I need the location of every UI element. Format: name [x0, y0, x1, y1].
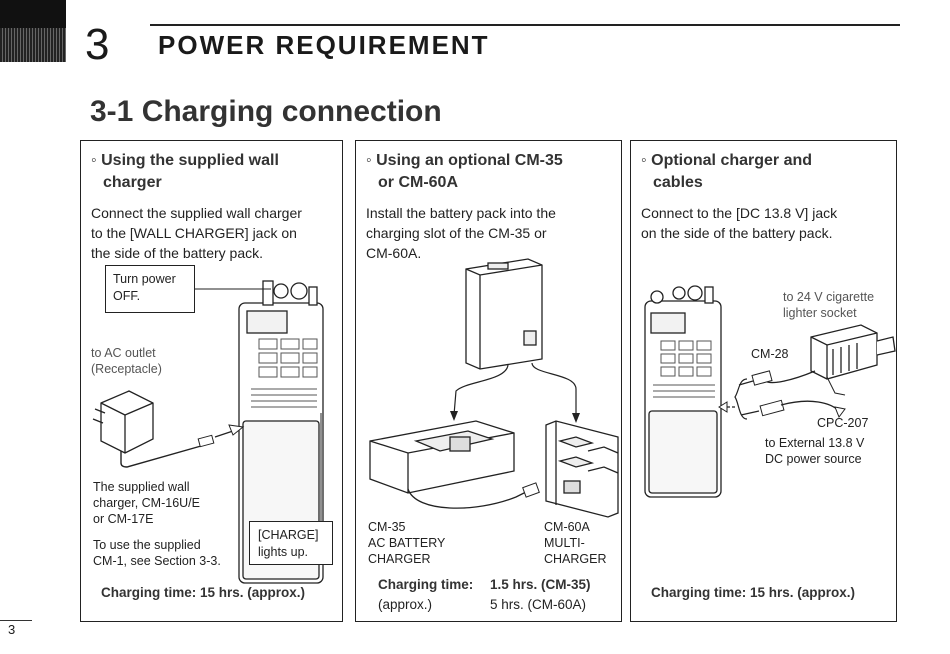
chapter-tab-dark — [0, 0, 66, 28]
panel1-body-line1: Connect the supplied wall charger — [91, 205, 302, 221]
cm60-label-line2: MULTI- — [544, 536, 585, 550]
radio-wall-charger-illustration — [92, 280, 324, 584]
page-number: 3 — [8, 622, 16, 637]
panel1-charging-time: Charging time: 15 hrs. (approx.) — [101, 585, 306, 600]
cm1-note-line1: To use the supplied — [93, 538, 201, 552]
callout-turn-power-off: Turn power OFF. — [105, 265, 195, 313]
panel3-title-line1: ◦ Optional charger and — [641, 152, 813, 169]
cm35-label-line1: CM-35 — [368, 520, 406, 534]
ac-outlet-line2: (Receptacle) — [91, 362, 162, 376]
panel3-title-line2: cables — [653, 174, 703, 191]
panel2-title-line2: or CM-60A — [378, 174, 459, 191]
panel2-body-line2: charging slot of the CM-35 or — [366, 225, 547, 241]
cm60-label-line3: CHARGER — [544, 552, 607, 566]
panel1-title-line1: ◦ Using the supplied wall — [91, 152, 279, 169]
external-source-line1: to External 13.8 V — [765, 436, 865, 450]
ac-outlet-line1: to AC outlet — [91, 346, 156, 360]
panel2-title-line1: ◦ Using an optional CM-35 — [366, 152, 563, 169]
panel3-body-line2: on the side of the battery pack. — [641, 225, 833, 241]
cm35-label-line3: CHARGER — [368, 552, 431, 566]
callout-power-line2: OFF. — [113, 289, 141, 303]
supplied-charger-line2: charger, CM-16U/E — [93, 496, 200, 510]
panel1-body-line3: the side of the battery pack. — [91, 245, 263, 261]
panel3-body-line1: Connect to the [DC 13.8 V] jack — [641, 205, 838, 221]
panel2-time-cm35: 1.5 hrs. (CM-35) — [490, 577, 591, 592]
panel1-body-line2: to the [WALL CHARGER] jack on — [91, 225, 297, 241]
cigarette-socket-line1: to 24 V cigarette — [783, 290, 875, 304]
panel-optional-charger: ◦ Using an optional CM-35 or CM-60A Inst… — [355, 140, 622, 622]
chapter-tab-pattern — [0, 28, 66, 62]
panel1-title-line2: charger — [103, 174, 162, 191]
chapter-number: 3 — [85, 20, 110, 69]
panel-wall-charger: ◦ Using the supplied wall charger Connec… — [80, 140, 343, 622]
panel2-body-line1: Install the battery pack into the — [366, 205, 556, 221]
supplied-charger-line3: or CM-17E — [93, 512, 154, 526]
charger-stand-illustration — [369, 258, 619, 518]
cm1-note-line2: CM-1, see Section 3-3. — [93, 554, 221, 568]
chapter-rule — [150, 24, 900, 26]
panel2-time-cm60: 5 hrs. (CM-60A) — [490, 597, 587, 612]
cm35-label-line2: AC BATTERY — [368, 536, 446, 550]
cm28-label: CM-28 — [751, 347, 789, 361]
panel-optional-cables: ◦ Optional charger and cables Connect to… — [630, 140, 897, 622]
callout-power-line1: Turn power — [113, 272, 176, 286]
panel2-body-line3: CM-60A. — [366, 245, 422, 261]
cigarette-socket-line2: lighter socket — [783, 306, 857, 320]
chapter-title: POWER REQUIREMENT — [158, 30, 490, 60]
supplied-charger-line1: The supplied wall — [93, 480, 190, 494]
cm60-label-line1: CM-60A — [544, 520, 590, 534]
panel2-time-label: Charging time: — [378, 577, 474, 592]
section-title: 3-1 Charging connection — [90, 95, 442, 128]
external-source-line2: DC power source — [765, 452, 862, 466]
cpc207-label: CPC-207 — [817, 416, 869, 430]
panel3-charging-time: Charging time: 15 hrs. (approx.) — [651, 585, 856, 600]
callout-charge-line2: lights up. — [258, 545, 309, 559]
page-number-rule — [0, 620, 32, 621]
callout-charge-line1: [CHARGE] — [258, 528, 319, 542]
callout-charge-lights: [CHARGE] lights up. — [249, 521, 333, 565]
dc-cable-illustration — [644, 285, 896, 498]
panel2-time-approx: (approx.) — [378, 597, 433, 612]
